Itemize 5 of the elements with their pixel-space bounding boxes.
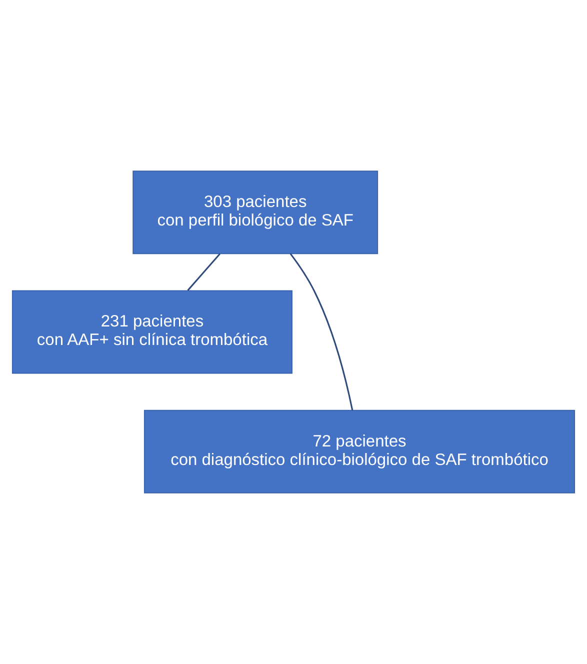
node-box: 231 pacientes con AAF+ sin clínica trombótica — [12, 290, 292, 374]
node-box: 72 pacientes con diagnóstico clínico-biológico de SAF trombótico — [144, 410, 576, 494]
node-box: 303 pacientes con perfil biológico de SAF — [132, 170, 378, 254]
connector — [290, 253, 354, 410]
connector — [187, 253, 220, 291]
